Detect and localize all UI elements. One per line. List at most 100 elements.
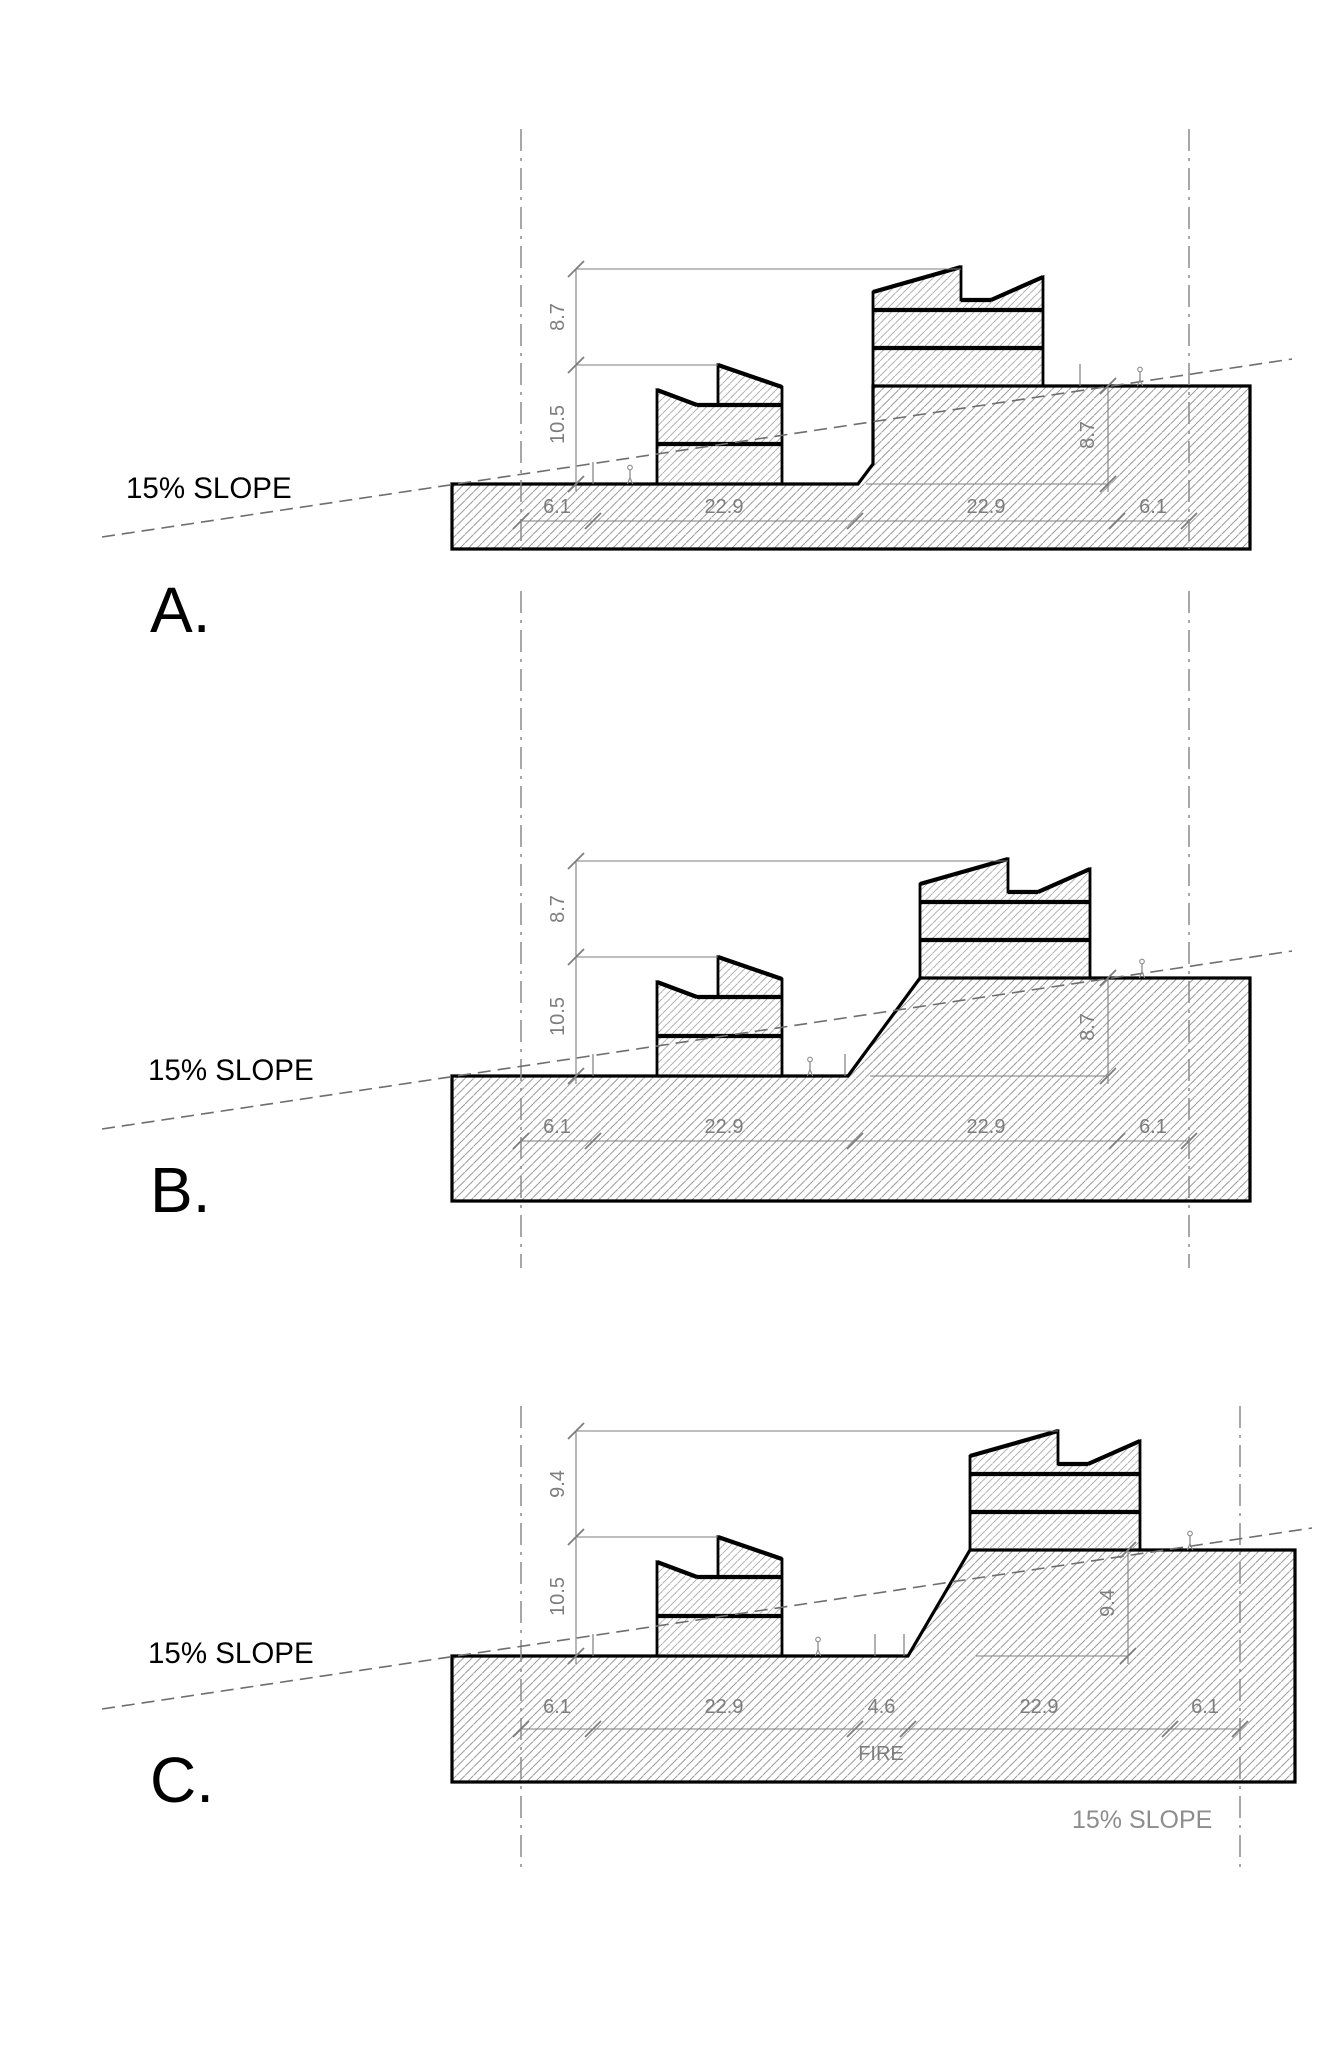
dimension-chain: 6.1 22.9 22.9 6.1 xyxy=(512,1116,1198,1150)
fire-separation-label: FIRE xyxy=(858,1743,904,1765)
dim-tick xyxy=(512,512,530,530)
v-dim-upper-label: 8.7 xyxy=(547,895,569,923)
v-dim-upper-label: 8.7 xyxy=(547,303,569,331)
dim-tick xyxy=(567,1528,585,1546)
guidelines xyxy=(520,129,1190,549)
line xyxy=(817,1649,822,1657)
dim-tick xyxy=(567,260,585,278)
left-building xyxy=(655,363,784,486)
vertical-dimension-stack: 8.7 10.5 xyxy=(547,260,961,493)
slope-note-gray: 15% SLOPE xyxy=(1072,1806,1212,1834)
slope-line xyxy=(101,358,1293,538)
right-building xyxy=(871,264,1045,388)
person-icon xyxy=(626,464,634,485)
dim-tick xyxy=(567,1647,585,1665)
dim-tick xyxy=(512,1720,530,1738)
right-building xyxy=(968,1428,1142,1552)
dim-tick xyxy=(1108,1132,1126,1150)
right-building-roof-high xyxy=(872,264,962,295)
dim-tick xyxy=(1180,512,1198,530)
dim-tick xyxy=(1180,1132,1198,1150)
slope-label: 15% SLOPE xyxy=(148,1054,314,1087)
person-head xyxy=(807,1056,813,1063)
left-building-outline xyxy=(655,1535,784,1658)
dim-tick xyxy=(1119,1541,1137,1559)
left-building-roof-high xyxy=(717,955,783,981)
person-icon xyxy=(1138,958,1146,979)
person-head xyxy=(1139,958,1145,965)
dim-tick xyxy=(567,948,585,966)
line xyxy=(629,477,634,485)
h-dim-label: 22.9 xyxy=(705,1116,744,1138)
dim-tick xyxy=(584,512,602,530)
dim-tick xyxy=(899,1720,917,1738)
left-building xyxy=(655,955,784,1078)
h-dim-label: 6.1 xyxy=(543,1696,571,1718)
right-building xyxy=(918,856,1092,980)
person-icon xyxy=(1186,1530,1194,1551)
left-building-outline xyxy=(655,363,784,486)
right-building-roof-high xyxy=(969,1428,1059,1459)
vertical-dimension-stack: 8.710.5 xyxy=(547,852,1008,1085)
line xyxy=(809,1069,814,1077)
line xyxy=(1136,379,1141,387)
dim-tick xyxy=(584,1132,602,1150)
dim-tick xyxy=(584,1720,602,1738)
dim-tick xyxy=(846,1720,864,1738)
person-head xyxy=(627,464,633,471)
slope-label: 15% SLOPE xyxy=(126,472,292,505)
dim-tick xyxy=(1161,1720,1179,1738)
v-dim-lower-label: 10.5 xyxy=(547,1577,569,1616)
slope-label: 15% SLOPE xyxy=(148,1637,314,1670)
person-icon xyxy=(806,1056,814,1077)
line xyxy=(1189,1543,1194,1551)
v-dim-lower-label: 10.5 xyxy=(547,405,569,444)
line xyxy=(626,477,631,485)
dim-tick xyxy=(1099,377,1117,395)
line xyxy=(1138,971,1143,979)
right-building-roof-low xyxy=(1037,867,1091,894)
person-icon xyxy=(1136,366,1144,387)
left-building-roof-low xyxy=(656,1560,698,1579)
line xyxy=(1186,1543,1191,1551)
person-head xyxy=(1137,366,1143,373)
right-dim-label: 9.4 xyxy=(1097,1589,1119,1617)
line xyxy=(1141,971,1146,979)
dim-tick xyxy=(1099,1067,1117,1085)
vertical-dimension-stack: 9.4 10.5 xyxy=(547,1422,1058,1665)
h-dim-label: 6.1 xyxy=(543,496,571,518)
h-dim-label: 22.9 xyxy=(705,1696,744,1718)
h-dim-label: 6.1 xyxy=(1139,496,1167,518)
right-dim-label: 8.7 xyxy=(1077,1013,1099,1041)
line xyxy=(814,1649,819,1657)
dim-tick xyxy=(567,1067,585,1085)
h-dim-label: 22.9 xyxy=(705,496,744,518)
dim-tick xyxy=(1108,512,1126,530)
dim-tick xyxy=(567,852,585,870)
ground-mass xyxy=(450,384,1252,551)
dim-tick xyxy=(567,475,585,493)
right-building-roof-low xyxy=(1087,1439,1141,1466)
dim-tick xyxy=(1099,475,1117,493)
ground-mass xyxy=(450,1548,1297,1784)
dim-tick xyxy=(567,356,585,374)
slope-line xyxy=(101,950,1293,1130)
person-head xyxy=(1187,1530,1193,1537)
h-dim-label: 22.9 xyxy=(967,1116,1006,1138)
dim-tick xyxy=(846,512,864,530)
left-building-roof-low xyxy=(656,388,698,407)
v-dim-upper-label: 9.4 xyxy=(547,1470,569,1498)
h-dim-label: 6.1 xyxy=(543,1116,571,1138)
left-building xyxy=(655,1535,784,1658)
slope-line xyxy=(101,1527,1313,1710)
right-step-dimension: 9.4 xyxy=(976,1541,1137,1665)
line xyxy=(1139,379,1144,387)
line xyxy=(806,1069,811,1077)
section-letter: B. xyxy=(150,1154,210,1226)
h-dim-label: 6.1 xyxy=(1139,1116,1167,1138)
